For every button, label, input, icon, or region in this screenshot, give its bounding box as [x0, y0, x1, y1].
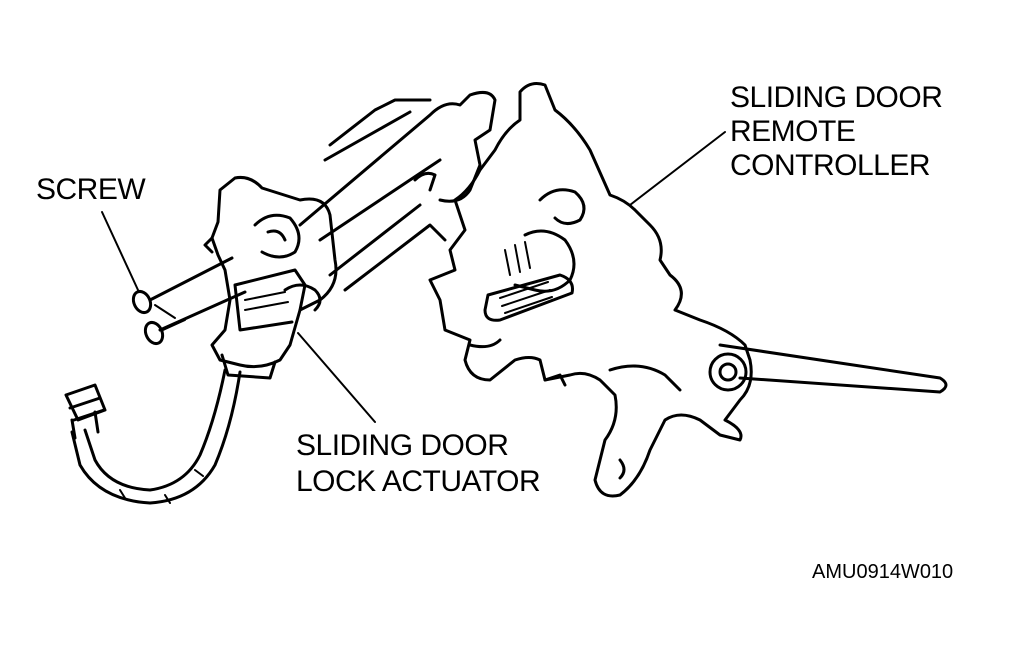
link-rods: [298, 90, 497, 292]
remote-controller-label-line-2: REMOTE: [730, 115, 856, 148]
remote-controller-leader-line: [629, 131, 726, 206]
remote-controller-drawing: [428, 82, 753, 498]
screw-drawing: [131, 256, 247, 346]
lock-actuator-label-line-1: SLIDING DOOR: [296, 429, 509, 462]
lock-actuator-drawing: [203, 176, 338, 380]
lock-actuator-leader-line: [297, 332, 376, 423]
remote-controller-rod: [708, 343, 948, 394]
leader-lines: [101, 131, 726, 423]
figure-id: AMU0914W010: [812, 561, 954, 583]
screw-leader-line: [101, 211, 139, 291]
remote-controller-label-line-3: CONTROLLER: [730, 149, 931, 182]
screw-label: SCREW: [36, 173, 146, 206]
wire-harness-drawing: [64, 368, 242, 505]
lock-actuator-label-line-2: LOCK ACTUATOR: [296, 465, 541, 498]
remote-controller-label-line-1: SLIDING DOOR: [730, 81, 943, 114]
